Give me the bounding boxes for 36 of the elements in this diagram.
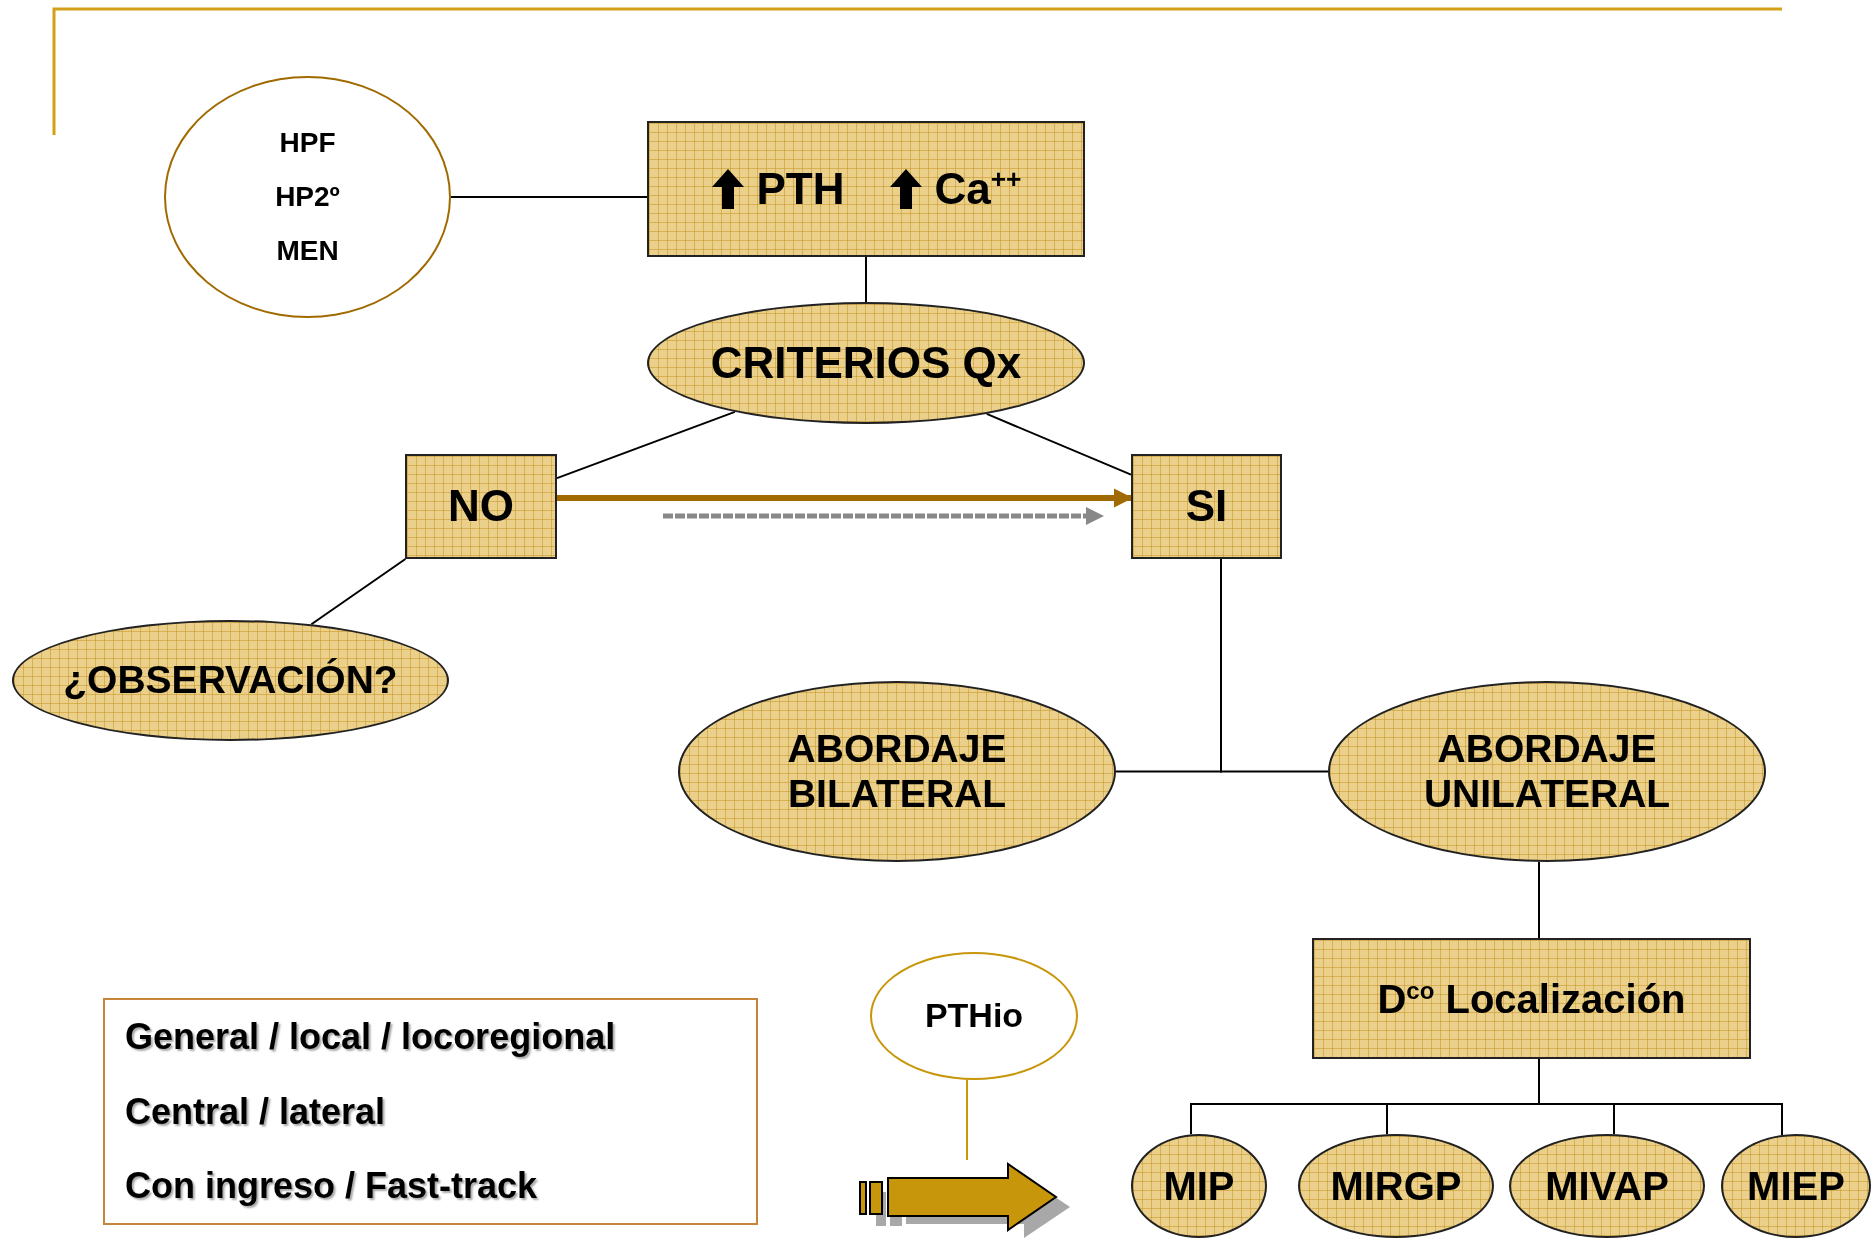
connector-line — [1220, 558, 1329, 773]
note-text: Central / lateral — [125, 1090, 386, 1133]
process-box — [1131, 454, 1282, 559]
node-label: ABORDAJE BILATERAL — [786, 726, 1008, 817]
connector-line — [985, 412, 1132, 476]
process-box — [405, 454, 557, 559]
node-label: PTH — [756, 163, 845, 215]
connector-line — [310, 558, 407, 626]
node-label: ABORDAJE UNILATERAL — [1422, 726, 1672, 817]
note-text: General / local / locoregional — [125, 1016, 616, 1058]
node-label: Ca$^{++}$ — [934, 163, 1022, 215]
connector-line — [966, 1078, 968, 1161]
block-arrow — [858, 1160, 1072, 1240]
node-label: MIP — [1163, 1163, 1235, 1209]
note-box — [103, 998, 758, 1225]
process-box — [1312, 938, 1751, 1059]
node-label: CRITERIOS Qx — [710, 337, 1022, 389]
node-label: MIRGP — [1330, 1163, 1462, 1209]
connector-line — [556, 410, 736, 480]
node-label: NO — [448, 481, 514, 532]
connector-line — [1538, 860, 1540, 939]
node-label: HPF — [279, 126, 336, 159]
node-label: MEN — [276, 235, 339, 268]
note-text: Con ingreso / Fast-track — [125, 1165, 538, 1207]
arrow — [557, 488, 1133, 508]
connector-line — [865, 256, 867, 303]
node-label: MIEP — [1747, 1163, 1845, 1209]
connector-line — [450, 196, 648, 198]
process-box — [647, 121, 1085, 257]
node-label: SI — [1185, 481, 1228, 532]
connector-line — [1538, 1058, 1783, 1136]
node-label: PTHio — [924, 996, 1024, 1036]
node-label: D$^{co}$ Localización — [1377, 975, 1686, 1022]
node-label: MIVAP — [1545, 1163, 1669, 1209]
node-label: ¿OBSERVACIÓN? — [63, 658, 398, 703]
node-label: HP2º — [275, 180, 340, 214]
